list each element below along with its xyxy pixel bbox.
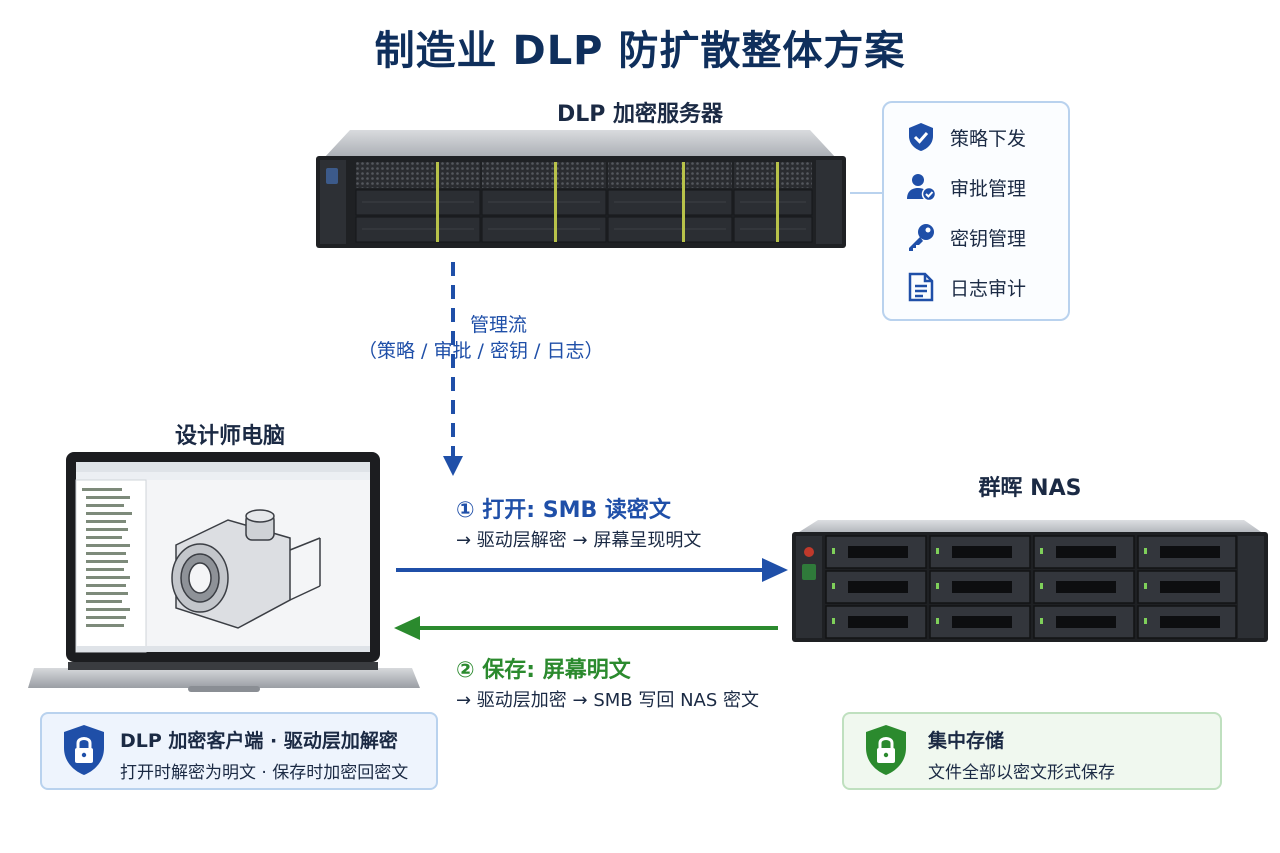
- shield-check-icon: [906, 122, 936, 152]
- client-card-title: DLP 加密客户端 · 驱动层加解密: [120, 730, 398, 752]
- feature-audit-label: 日志审计: [950, 277, 1027, 300]
- feature-approval: 审批管理: [906, 169, 1026, 205]
- synology-nas-image: [792, 520, 1268, 642]
- dlp-client-card: DLP 加密客户端 · 驱动层加解密 打开时解密为明文 · 保存时加密回密文: [40, 712, 438, 790]
- feature-approval-label: 审批管理: [950, 177, 1027, 200]
- open-flow-detail: → 驱动层解密 → 屏幕呈现明文: [456, 530, 702, 551]
- management-flow-title: 管理流: [470, 314, 528, 336]
- client-card-subtitle: 打开时解密为明文 · 保存时加密回密文: [120, 763, 409, 783]
- feature-policy: 策略下发: [906, 119, 1026, 155]
- document-icon: [906, 272, 936, 302]
- save-flow-title: ② 保存: 屏幕明文: [456, 658, 631, 683]
- user-check-icon: [906, 172, 936, 202]
- lock-shield-icon: [866, 725, 906, 775]
- save-flow-detail: → 驱动层加密 → SMB 写回 NAS 密文: [456, 690, 760, 711]
- feature-key-label: 密钥管理: [950, 227, 1027, 250]
- open-flow-arrow: [396, 558, 788, 582]
- server-feature-panel: 策略下发 审批管理 密钥管理 日志审计: [882, 101, 1070, 321]
- server-label: DLP 加密服务器: [556, 102, 724, 127]
- management-flow-arrow: [443, 262, 463, 476]
- central-storage-card: 集中存储 文件全部以密文形式保存: [842, 712, 1222, 790]
- panel-connector-line: [850, 192, 884, 194]
- laptop-label: 设计师电脑: [174, 424, 285, 449]
- dlp-server-image: [316, 130, 846, 248]
- designer-laptop-image: [28, 452, 420, 692]
- page-title: 制造业 DLP 防扩散整体方案: [374, 28, 906, 74]
- save-flow-arrow: [394, 616, 778, 640]
- open-flow-title: ① 打开: SMB 读密文: [456, 498, 671, 523]
- key-icon: [906, 222, 936, 252]
- nas-label: 群晖 NAS: [978, 476, 1082, 501]
- storage-card-title: 集中存储: [928, 730, 1005, 752]
- feature-audit: 日志审计: [906, 269, 1026, 305]
- feature-policy-label: 策略下发: [950, 127, 1027, 150]
- lock-shield-icon: [64, 725, 104, 775]
- management-flow-detail: （策略 / 审批 / 密钥 / 日志）: [358, 340, 604, 362]
- storage-card-subtitle: 文件全部以密文形式保存: [928, 763, 1115, 783]
- feature-key: 密钥管理: [906, 219, 1026, 255]
